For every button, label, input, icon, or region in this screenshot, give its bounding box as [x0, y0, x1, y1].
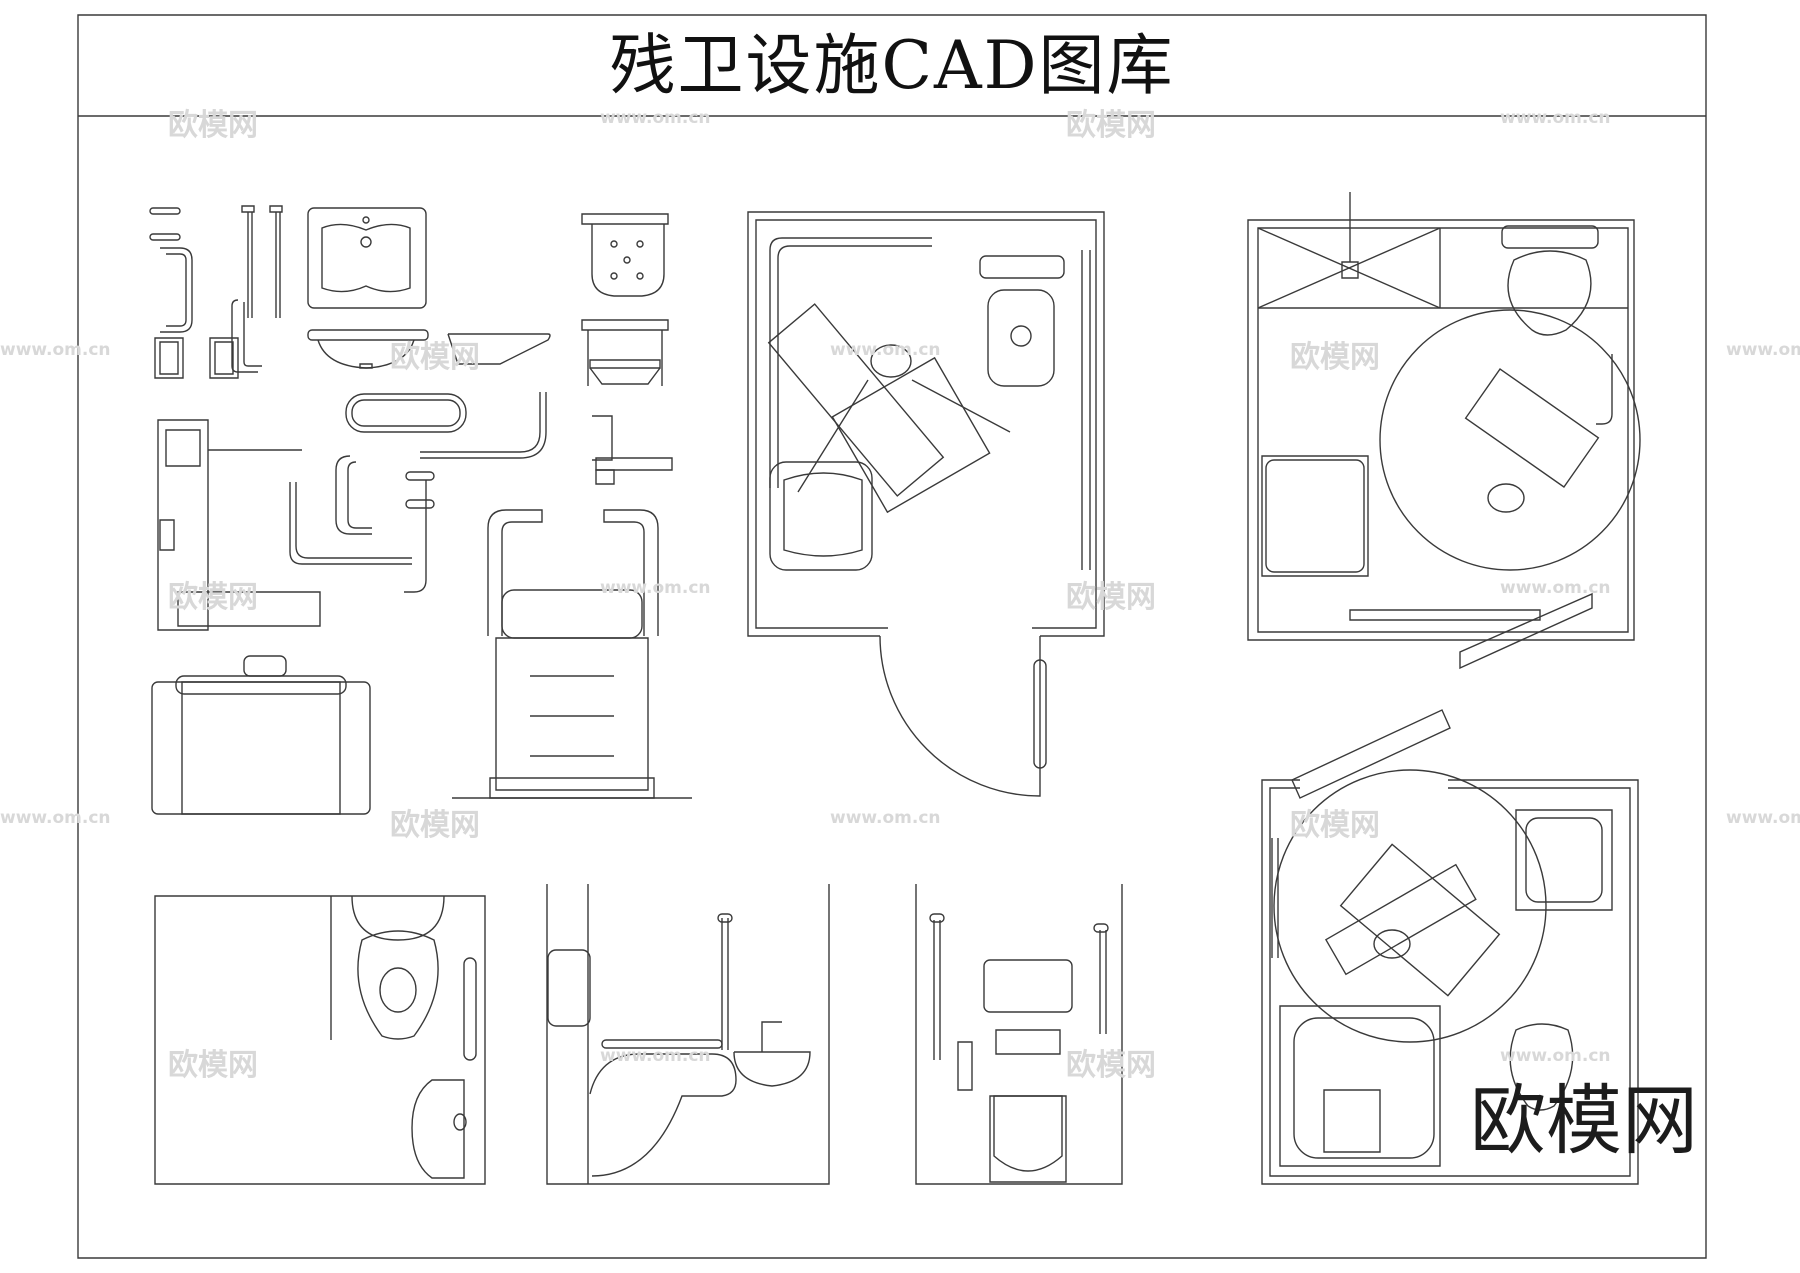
shower-chair-elevation — [452, 510, 692, 798]
toilet-basin-side-elevation — [547, 884, 829, 1184]
watermark-brand: 欧模网 — [168, 580, 258, 615]
watermark-url: www.om.cn — [600, 578, 711, 598]
brand-mark: 欧模网 — [1470, 1076, 1698, 1165]
washbasin-plan — [308, 208, 426, 308]
watermark-url: www.om.cn — [1500, 1046, 1611, 1066]
watermark-brand: 欧模网 — [168, 108, 258, 143]
page-title: 残卫设施CAD图库 — [609, 27, 1175, 104]
watermark-brand: 欧模网 — [390, 340, 480, 375]
u-grab-bars — [346, 392, 672, 484]
toilet-cubicle-partial-plan — [155, 896, 485, 1184]
shower-seat-plan — [582, 214, 668, 296]
accessible-bathroom-plan — [1248, 192, 1640, 668]
watermark-url: www.om.cn — [600, 108, 711, 128]
watermark-url: www.om.cn — [0, 808, 111, 828]
l-grab-bars — [290, 456, 434, 592]
watermark-brand: 欧模网 — [1290, 340, 1380, 375]
watermark-url: www.om.cn — [830, 340, 941, 360]
sheet-border — [78, 15, 1706, 1258]
watermark-url: www.om.cn — [1726, 808, 1800, 828]
watermark-url: www.om.cn — [830, 808, 941, 828]
watermark-brand: 欧模网 — [1066, 580, 1156, 615]
folding-seat-plan — [158, 420, 320, 630]
watermark-brand: 欧模网 — [1290, 808, 1380, 843]
watermark-brand: 欧模网 — [168, 1048, 258, 1083]
grab-bar-elevations — [150, 206, 282, 378]
watermark-url: www.om.cn — [600, 1046, 711, 1066]
accessible-shower-room-plan — [1262, 710, 1638, 1184]
shower-seat-elevation — [582, 320, 668, 386]
watermark-brand: 欧模网 — [1066, 108, 1156, 143]
watermark-url: www.om.cn — [1500, 578, 1611, 598]
watermark-url: www.om.cn — [1500, 108, 1611, 128]
watermark-url: www.om.cn — [1726, 340, 1800, 360]
washbasin-elevation — [308, 330, 550, 368]
watermark-url: www.om.cn — [0, 340, 111, 360]
watermark-brand: 欧模网 — [390, 808, 480, 843]
accessible-wc-plan-door-swing — [748, 212, 1104, 796]
watermark-brand: 欧模网 — [1066, 1048, 1156, 1083]
fold-down-support-bar-plan — [152, 656, 370, 814]
toilet-front-elevation — [916, 884, 1122, 1184]
